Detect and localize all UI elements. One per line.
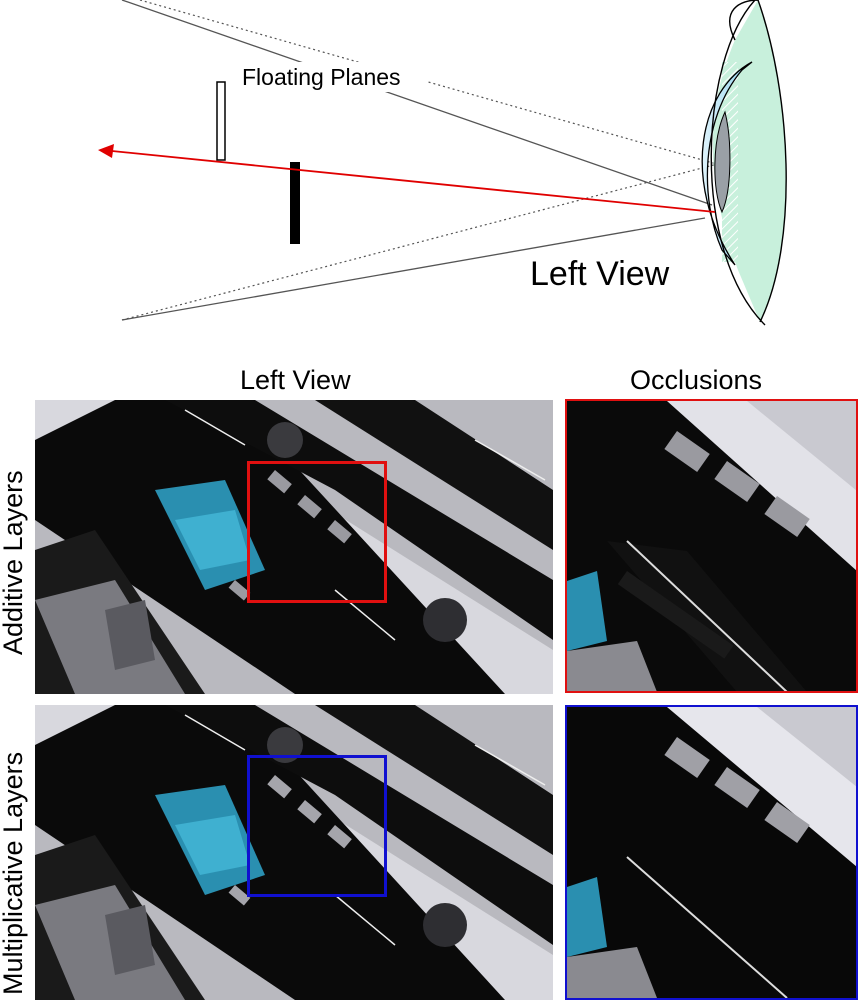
multiplicative-occlusion-crop xyxy=(565,705,858,1000)
column-title-left-view: Left View xyxy=(240,365,351,395)
row-label-additive: Additive Layers xyxy=(0,470,28,655)
frustum-top-dotted xyxy=(139,0,721,166)
frustum-bottom-line xyxy=(121,217,706,321)
eye-cornea xyxy=(701,61,753,266)
left-view-diagram-label: Left View xyxy=(530,255,670,293)
additive-left-view-image xyxy=(35,400,553,694)
eye-outline xyxy=(710,0,787,326)
additive-occlusion-crop xyxy=(565,399,858,693)
row-label-multiplicative: Multiplicative Layers xyxy=(0,751,28,995)
multiplicative-zoom-box xyxy=(247,755,387,897)
frustum-top-line xyxy=(121,0,713,206)
floating-planes-diagram: Floating Planes Left View xyxy=(98,0,787,326)
floating-plane-back xyxy=(290,162,300,244)
eye-lens xyxy=(714,110,731,214)
multiplicative-left-view-image xyxy=(35,705,553,1000)
floating-plane-front xyxy=(216,81,226,161)
light-ray xyxy=(111,150,716,213)
ray-arrowhead xyxy=(98,144,114,158)
frustum-bottom-dotted xyxy=(121,161,726,321)
column-title-occlusions: Occlusions xyxy=(630,365,763,395)
floating-planes-label: Floating Planes xyxy=(242,64,401,90)
additive-zoom-box xyxy=(247,461,387,603)
